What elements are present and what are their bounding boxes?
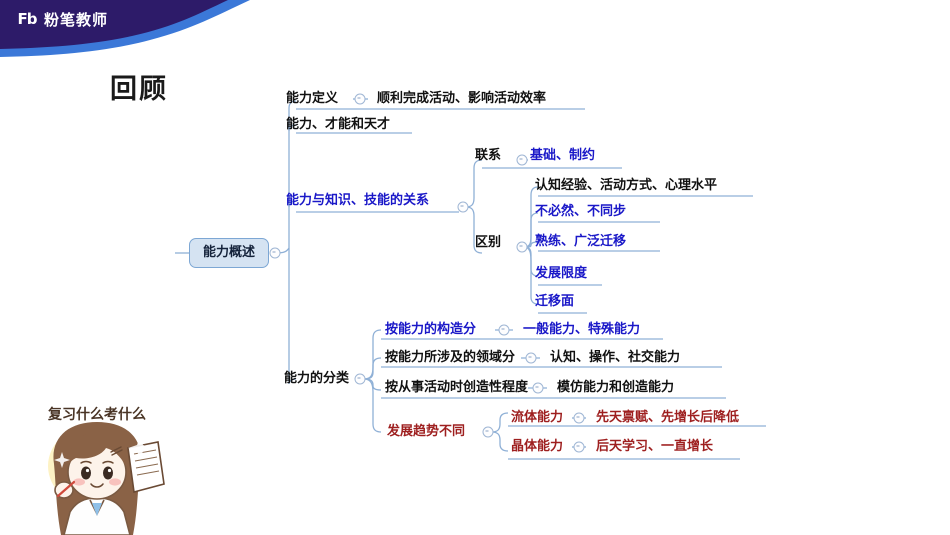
- sticker-blush-right: [109, 478, 121, 486]
- mindmap-node-n5[interactable]: 联系: [475, 148, 502, 163]
- collapse-toggle-n14[interactable]: [498, 324, 510, 336]
- edge-n20-c1: [491, 412, 509, 433]
- mindmap-node-n7[interactable]: 区别: [475, 235, 502, 250]
- edge-n20-c2: [491, 431, 509, 452]
- sticker-brow-left: [80, 460, 92, 464]
- edge-n7-c5: [523, 246, 539, 305]
- mindmap-node-n13[interactable]: 能力的分类: [284, 371, 350, 386]
- mindmap-node-n9[interactable]: 不必然、不同步: [535, 204, 627, 219]
- sticker-mouth: [90, 483, 104, 488]
- collapse-toggle-n7[interactable]: [516, 241, 528, 253]
- edge-n7-c3: [523, 241, 539, 248]
- sticker-eye-glint-right: [107, 468, 112, 473]
- sticker-eye-right: [103, 466, 113, 480]
- sticker-fringe: [68, 432, 126, 466]
- mindmap-node-n14[interactable]: 按能力的构造分: [385, 322, 477, 337]
- mindmap-node-n4[interactable]: 能力与知识、技能的关系: [286, 193, 430, 208]
- collapse-toggle-n13[interactable]: [354, 373, 366, 385]
- decorative-sticker: 复习什么考什么: [18, 404, 176, 535]
- collapse-toggle-n18[interactable]: [532, 382, 544, 394]
- mindmap-node-n16[interactable]: 按能力所涉及的领域分: [385, 350, 516, 365]
- sticker-tie: [92, 503, 102, 516]
- mindmap-node-n8[interactable]: 认知经验、活动方式、心理水平: [535, 178, 718, 193]
- sticker-sparkle-a: [128, 436, 152, 460]
- sticker-hairclip: [110, 446, 123, 456]
- brand-name: 粉笔教师: [44, 10, 109, 29]
- sticker-caption: 复习什么考什么: [47, 406, 146, 423]
- mindmap-node-n3[interactable]: 能力、才能和天才: [286, 117, 391, 132]
- sticker-blush-left: [73, 478, 85, 486]
- sticker-papers: [127, 441, 165, 494]
- edge-n13-b2: [363, 357, 382, 380]
- mindmap-node-n22[interactable]: 先天禀赋、先增长后降低: [596, 410, 740, 425]
- edge-l1-n13: [288, 378, 297, 385]
- mindmap-node-n20[interactable]: 发展趋势不同: [387, 424, 466, 439]
- collapse-toggle-root[interactable]: [269, 247, 281, 259]
- edge-n4-branch: [465, 159, 483, 208]
- collapse-toggle-n4[interactable]: [457, 201, 469, 213]
- collapse-toggle-n23[interactable]: [573, 441, 585, 453]
- mindmap-node-n15[interactable]: 一般能力、特殊能力: [523, 322, 641, 337]
- mindmap-node-n18[interactable]: 按从事活动时创造性程度: [385, 380, 529, 395]
- mindmap-root-node[interactable]: 能力概述: [189, 238, 270, 268]
- mindmap-node-n2[interactable]: 顺利完成活动、影响活动效率: [377, 91, 547, 106]
- edge-n13-b3: [363, 378, 382, 391]
- collapse-toggle-n1[interactable]: [354, 93, 366, 105]
- collapse-toggle-n20[interactable]: [482, 426, 494, 438]
- fenbi-logo-icon: Fb: [17, 10, 38, 28]
- brand-lockup: Fb 粉笔教师: [17, 8, 108, 30]
- collapse-toggle-n5[interactable]: [516, 154, 528, 166]
- collapse-toggle-n16[interactable]: [525, 352, 537, 364]
- edge-n4-branch2: [465, 206, 483, 254]
- mindmap-node-n24[interactable]: 后天学习、一直增长: [596, 439, 714, 454]
- mindmap-node-n10[interactable]: 熟练、广泛迁移: [535, 234, 627, 249]
- mindmap-node-n6[interactable]: 基础、制约: [530, 148, 596, 163]
- sticker-brow-right: [102, 460, 114, 464]
- mindmap-node-n19[interactable]: 模仿能力和创造能力: [557, 380, 675, 395]
- sticker-eye-glint-left: [85, 468, 90, 473]
- mindmap-node-n12[interactable]: 迁移面: [535, 294, 575, 309]
- collapse-toggle-n21[interactable]: [573, 412, 585, 424]
- sticker-eye-left: [81, 466, 91, 480]
- mindmap-node-n1[interactable]: 能力定义: [286, 91, 339, 106]
- edge-l1-n3: [288, 124, 297, 132]
- mindmap-node-n21[interactable]: 流体能力: [511, 410, 564, 425]
- page-title: 回顾: [110, 74, 168, 105]
- sticker-sparkle-b: [54, 452, 70, 468]
- edge-n13-b4: [363, 378, 382, 433]
- mindmap-node-n23[interactable]: 晶体能力: [511, 439, 564, 454]
- edge-l1-n4: [288, 200, 297, 208]
- mindmap-node-n17[interactable]: 认知、操作、社交能力: [550, 350, 681, 365]
- mindmap-node-n11[interactable]: 发展限度: [535, 266, 588, 281]
- sticker-pen: [56, 480, 76, 498]
